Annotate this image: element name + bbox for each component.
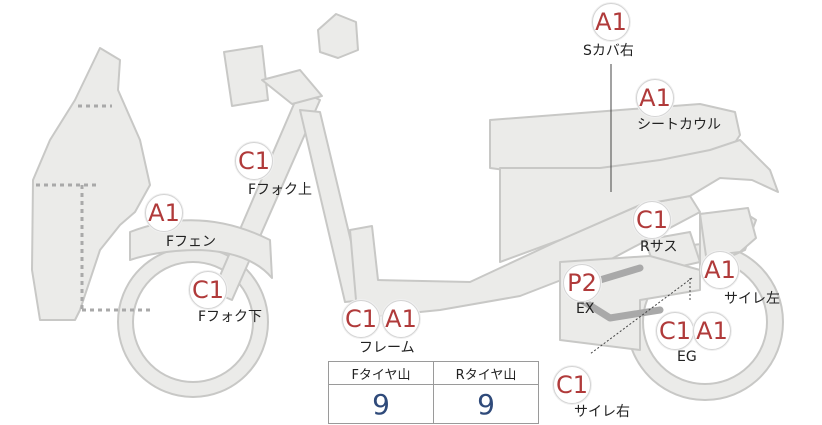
part-label: Fフェン [166, 234, 217, 250]
headlight [223, 45, 269, 107]
damage-code-badge: C1 [553, 366, 591, 404]
damage-code-badge: P2 [563, 264, 601, 302]
handlebar [261, 69, 323, 105]
table-header-row: Fタイヤ山 Rタイヤ山 [328, 361, 539, 385]
damage-code-badge: C1 [189, 271, 227, 309]
muffler [699, 207, 757, 257]
rear-tire-value: 9 [433, 384, 539, 424]
mirror [317, 13, 359, 59]
damage-code-badge: A1 [592, 3, 630, 41]
damage-code-badge: A1 [145, 194, 183, 232]
damage-code-badge: C1 [235, 142, 273, 180]
table-row: 9 9 [328, 384, 539, 424]
damage-code-badge: A1 [701, 251, 739, 289]
damage-code-badge: A1 [636, 79, 674, 117]
front-tire-header: Fタイヤ山 [328, 361, 434, 385]
part-label: Sカバ右 [583, 43, 634, 59]
damage-code-badge: A1 [693, 312, 731, 350]
rear-body [499, 139, 779, 263]
damage-code-badge: C1 [633, 201, 671, 239]
front-tire-value: 9 [328, 384, 434, 424]
front-fender [129, 219, 273, 279]
leg-shield [31, 47, 151, 321]
part-label: EG [677, 349, 697, 365]
rear-tire-header: Rタイヤ山 [433, 361, 539, 385]
damage-code-badge: A1 [382, 300, 420, 338]
silencer-leader [589, 277, 693, 355]
part-label: サイレ右 [574, 404, 630, 420]
part-label: Fフォク下 [198, 309, 263, 325]
part-label: Fフォク上 [248, 182, 313, 198]
part-label: フレーム [359, 340, 415, 356]
damage-code-badge: C1 [342, 300, 380, 338]
part-label: EX [576, 301, 595, 317]
part-label: シートカウル [637, 117, 721, 133]
part-label: サイレ左 [724, 291, 780, 307]
damage-code-badge: C1 [656, 312, 694, 350]
tire-tread-table: Fタイヤ山 Rタイヤ山 9 9 [328, 361, 539, 424]
part-label: Rサス [640, 239, 678, 255]
